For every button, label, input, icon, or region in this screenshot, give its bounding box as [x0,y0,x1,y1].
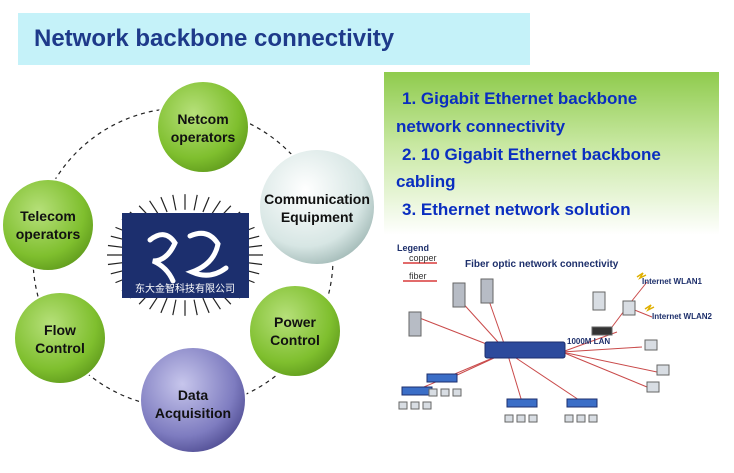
workstations [398,388,598,423]
wireless-bolt-icon-2 [644,304,655,312]
ray-line [160,297,168,314]
logo-company-name: 东大金智科技有限公司 [135,282,235,295]
dragon-mark-icon [147,232,178,284]
feature-1b: network connectivity [396,117,566,136]
title-banner: Network backbone connectivity [18,13,530,65]
ray-line [202,196,210,213]
wlan1-label: Internet WLAN1 [642,277,702,286]
ray-line [172,194,177,211]
fiber-diagram-title: Fiber optic network connectivity [465,259,619,270]
fiber-network-diagram: Legend copper fiber Fiber optic network … [387,237,724,440]
core-switch-icon [484,341,566,359]
label-data: Data Acquisition [154,387,232,421]
node-communication [258,148,376,266]
node-netcom [156,80,250,174]
label-power: Power Control [270,314,320,348]
feature-2b: cabling [396,172,456,191]
feature-2a: 2. 10 Gigabit Ethernet backbone [402,145,661,164]
label-netcom: Netcom operators [170,111,236,145]
wlan2-label: Internet WLAN2 [652,312,712,321]
node-power [248,284,342,378]
legend-title: Legend [397,243,430,253]
legend-copper: copper [409,253,437,263]
feature-1a: 1. Gigabit Ethernet backbone [402,89,638,108]
label-communication: Communication Equipment [264,191,370,225]
label-flow: Flow Control [35,322,85,356]
access-switches [401,373,598,408]
client-pcs [591,291,670,393]
ray-line [202,297,210,314]
ray-line [210,200,221,216]
ray-line [172,299,177,316]
node-data [139,346,247,454]
features-panel: 1. Gigabit Ethernet backbone network con… [384,72,719,235]
ray-line [160,196,168,213]
company-logo [122,213,249,298]
node-flow [13,291,107,385]
legend-fiber: fiber [409,271,427,281]
ray-line [193,299,198,316]
ray-line [149,200,160,216]
feature-3: 3. Ethernet network solution [402,200,631,219]
lan-label: 1000M LAN [567,337,611,346]
wireless-bolt-icon [636,272,647,280]
label-telecom: Telecom operators [15,208,81,242]
node-telecom [1,178,95,272]
fiber-network-svg [398,262,670,423]
server-icons [408,278,494,337]
ray-line [193,194,198,211]
dragon-tail-icon [185,230,229,278]
page-title: Network backbone connectivity [34,25,395,52]
